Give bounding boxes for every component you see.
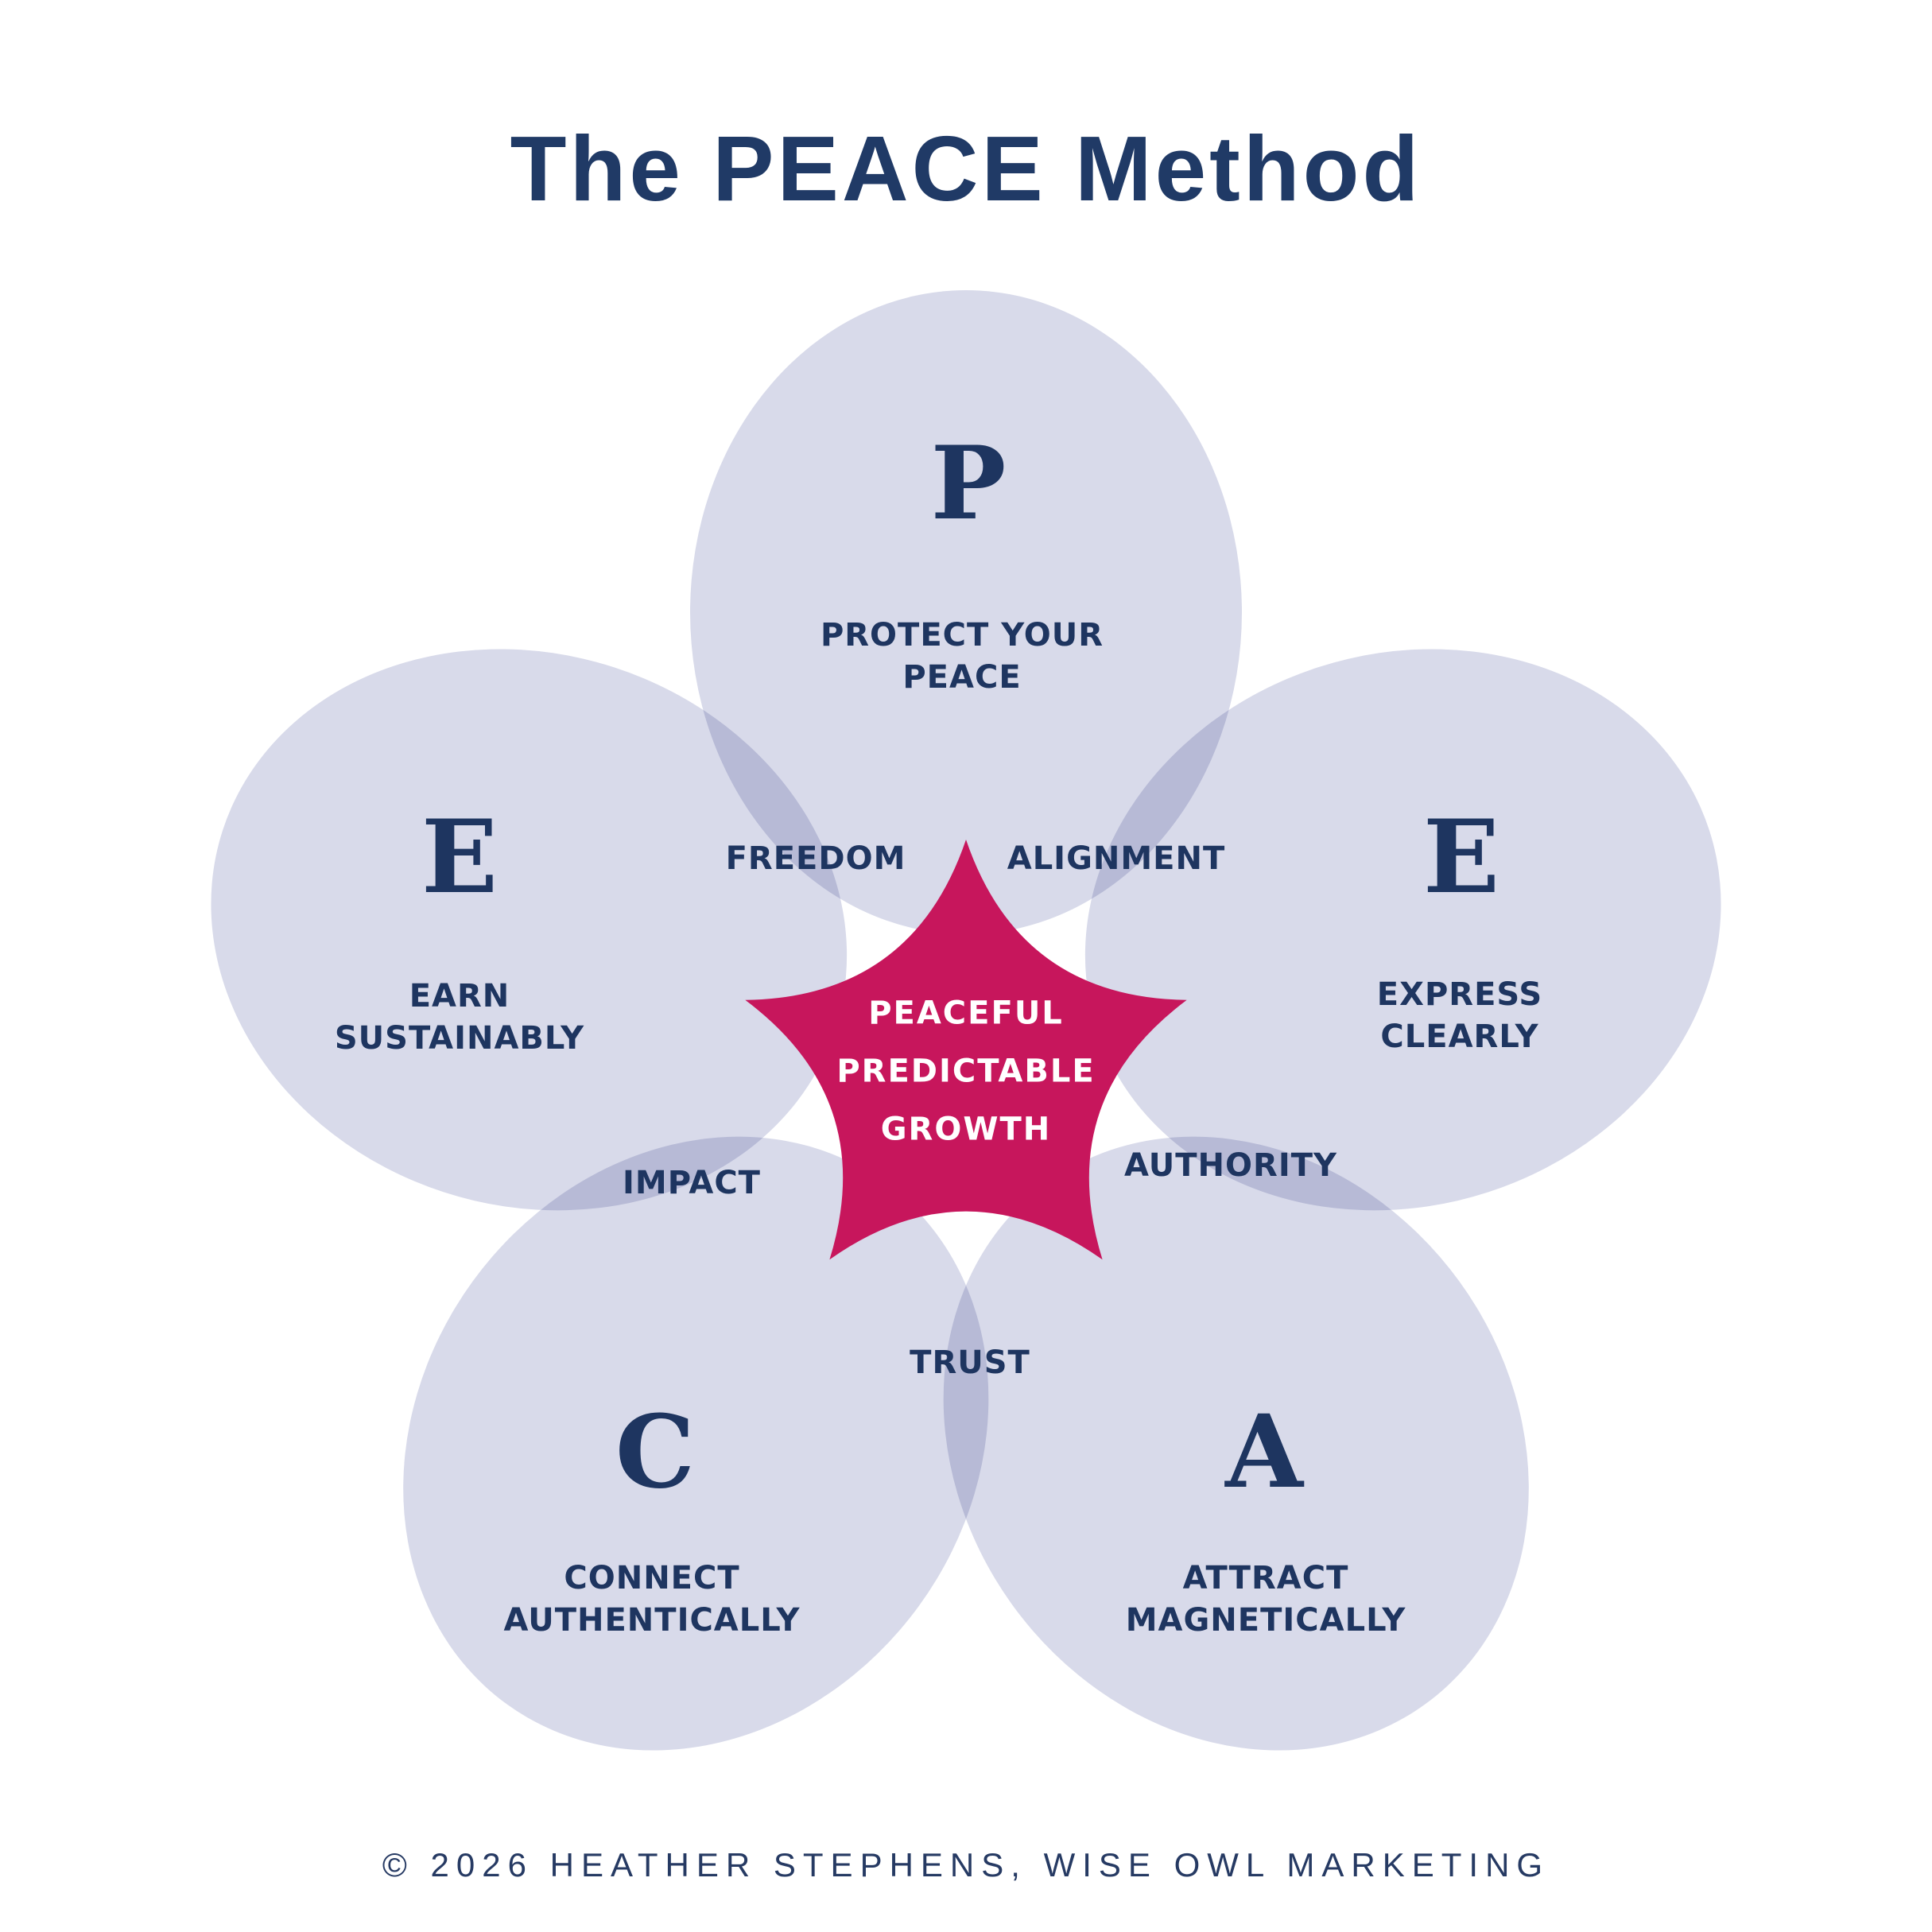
footer-credit: © 2026 HEATHER STEPHENS, WISE OWL MARKET… xyxy=(382,1846,1550,1884)
petal-letter-a: A xyxy=(1225,1393,1303,1511)
petal-label-connect: CONNECT AUTHENTICALLY xyxy=(503,1560,801,1639)
petal-label-protect: PROTECT YOUR PEACE xyxy=(820,617,1104,696)
center-star-shape xyxy=(745,840,1187,1260)
petal-label-attract: ATTRACT MAGNETICALLY xyxy=(1125,1560,1406,1639)
petal-label-express: EXPRESS CLEARLY xyxy=(1376,976,1543,1055)
center-star-text: PEACEFUL PREDICTABLE GROWTH xyxy=(836,985,1095,1159)
page-title: The PEACE Method xyxy=(510,117,1422,220)
petal-label-earn: EARN SUSTAINABLY xyxy=(334,978,585,1057)
petal-letter-p: P xyxy=(930,425,1007,542)
petal-letter-e-express: E xyxy=(1422,798,1500,916)
overlap-label-authority: AUTHORITY xyxy=(1124,1147,1337,1184)
center-star-text-line: PEACEFUL xyxy=(868,995,1064,1032)
center-star-text-line: GROWTH xyxy=(880,1111,1052,1148)
overlap-label-freedom: FREEDOM xyxy=(725,840,906,877)
overlap-label-impact: IMPACT xyxy=(623,1165,761,1201)
petal-letter-c: C xyxy=(615,1393,696,1511)
center-star-text-line: PREDICTABLE xyxy=(836,1053,1096,1090)
overlap-label-alignment: ALIGNMENT xyxy=(1007,840,1226,877)
petal-letter-e-earn: E xyxy=(421,798,499,916)
overlap-label-trust: TRUST xyxy=(910,1344,1030,1381)
